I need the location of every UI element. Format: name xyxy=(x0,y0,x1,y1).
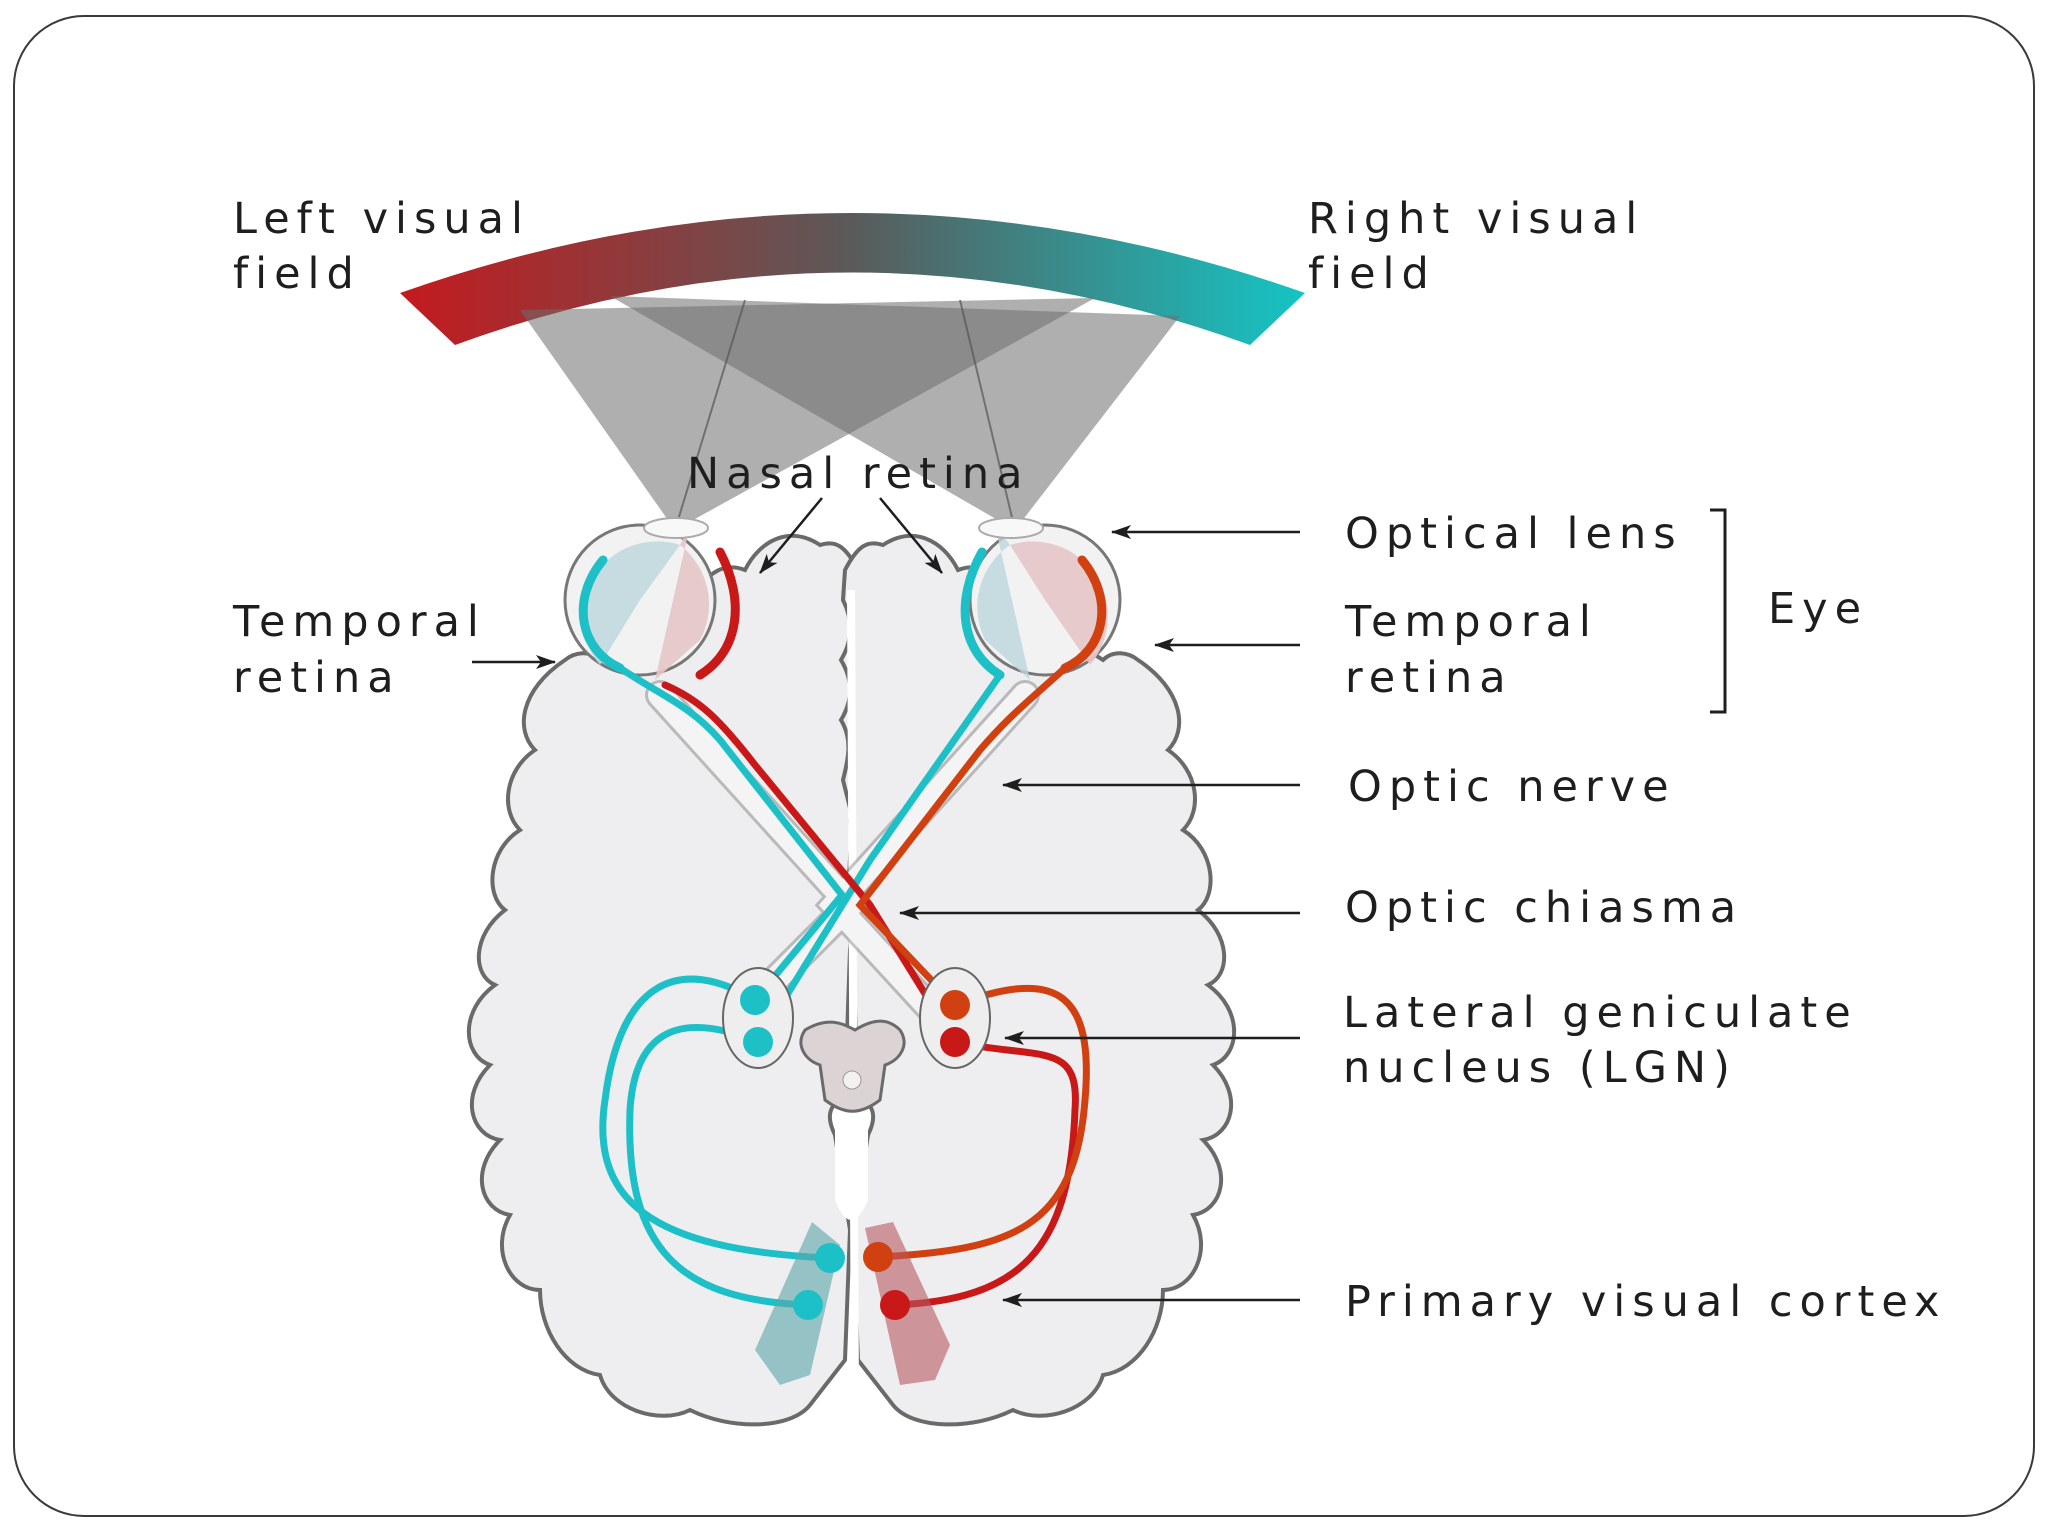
arrow-nasal-left xyxy=(759,497,823,574)
temporal-retina-right-label-2: retina xyxy=(1345,653,1513,703)
nasal-retina-label: Nasal retina xyxy=(687,449,1029,499)
visual-field-arc xyxy=(400,213,1305,345)
primary-visual-cortex-label: Primary visual cortex xyxy=(1345,1277,1946,1327)
cyan-pathways xyxy=(599,664,1004,1309)
cortex-node xyxy=(863,1242,893,1272)
orange-pathways xyxy=(855,664,1090,1261)
left-eye xyxy=(563,517,740,680)
left-visual-field-label-2: field xyxy=(233,249,361,299)
midline-lower xyxy=(835,1110,868,1220)
temporal-retina-right-label-1: Temporal xyxy=(1344,597,1598,647)
eye-label: Eye xyxy=(1768,584,1868,634)
cortex-node xyxy=(880,1290,910,1320)
cortex-node xyxy=(815,1243,845,1273)
eye-bracket xyxy=(1710,508,1727,714)
midbrain-aqueduct xyxy=(842,1070,862,1090)
optic-chiasma-label: Optic chiasma xyxy=(1345,883,1743,933)
projection-cones xyxy=(520,296,1180,530)
midbrain xyxy=(799,1019,906,1113)
red-pathways xyxy=(661,681,1079,1309)
right-visual-field-label-1: Right visual xyxy=(1308,194,1644,244)
cortex-node xyxy=(793,1290,823,1320)
optic-nerve-label: Optic nerve xyxy=(1348,762,1676,812)
right-eye xyxy=(960,517,1122,680)
temporal-retina-left-label-1: Temporal xyxy=(232,597,486,647)
optical-lens-label: Optical lens xyxy=(1345,509,1683,559)
left-visual-field-label-1: Left visual xyxy=(233,194,530,244)
lgn-right xyxy=(919,967,991,1069)
annotation-arrows xyxy=(472,497,1300,1307)
lgn-label-2: nucleus (LGN) xyxy=(1343,1043,1737,1093)
projection-lines xyxy=(674,299,1016,531)
arrow-nasal-right xyxy=(879,497,943,574)
lgn-label-1: Lateral geniculate xyxy=(1343,988,1858,1038)
right-visual-field-label-2: field xyxy=(1308,249,1436,299)
midline-gap xyxy=(847,589,859,1401)
lgn-left xyxy=(722,967,794,1069)
temporal-retina-left-label-2: retina xyxy=(233,653,401,703)
